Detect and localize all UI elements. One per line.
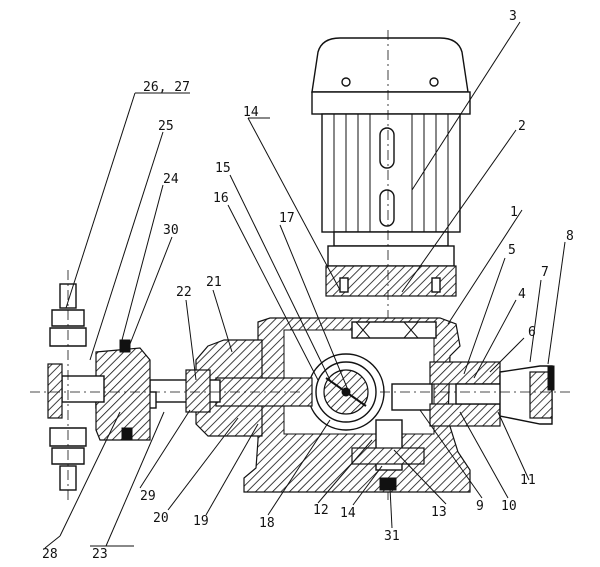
label-19: 19 xyxy=(193,514,209,529)
label-25: 25 xyxy=(158,119,174,134)
label-17: 17 xyxy=(279,211,295,226)
label-5: 5 xyxy=(508,243,516,258)
leader-lines xyxy=(44,21,566,549)
label-4: 4 xyxy=(518,287,526,302)
part-labels: 3 2 14 15 16 17 1 5 8 7 4 6 21 22 30 24 … xyxy=(42,9,574,562)
label-2: 2 xyxy=(518,119,526,134)
label-3: 3 xyxy=(509,9,517,24)
label-8: 8 xyxy=(566,229,574,244)
worm-wheel xyxy=(307,353,385,431)
label-6: 6 xyxy=(528,325,536,340)
label-28: 28 xyxy=(42,547,58,562)
label-18: 18 xyxy=(259,516,275,531)
label-26-27: 26, 27 xyxy=(143,80,190,95)
label-30: 30 xyxy=(163,223,179,238)
label-10: 10 xyxy=(501,499,517,514)
pump-head-bolts xyxy=(49,270,133,500)
label-7: 7 xyxy=(541,265,549,280)
label-29: 29 xyxy=(140,489,156,504)
label-14-top: 14 xyxy=(243,105,259,120)
gearbox-housing xyxy=(243,317,471,493)
label-16: 16 xyxy=(213,191,229,206)
label-31: 31 xyxy=(384,529,400,544)
label-13: 13 xyxy=(431,505,447,520)
label-21: 21 xyxy=(206,275,222,290)
label-9: 9 xyxy=(476,499,484,514)
label-12: 12 xyxy=(313,503,329,518)
label-20: 20 xyxy=(153,511,169,526)
label-15: 15 xyxy=(215,161,231,176)
label-11: 11 xyxy=(520,473,536,488)
label-22: 22 xyxy=(176,285,192,300)
motor xyxy=(311,30,471,500)
label-1: 1 xyxy=(510,205,518,220)
label-14-bottom: 14 xyxy=(340,506,356,521)
crosshead-assembly xyxy=(30,339,313,441)
label-23: 23 xyxy=(92,547,108,562)
label-24: 24 xyxy=(163,172,179,187)
